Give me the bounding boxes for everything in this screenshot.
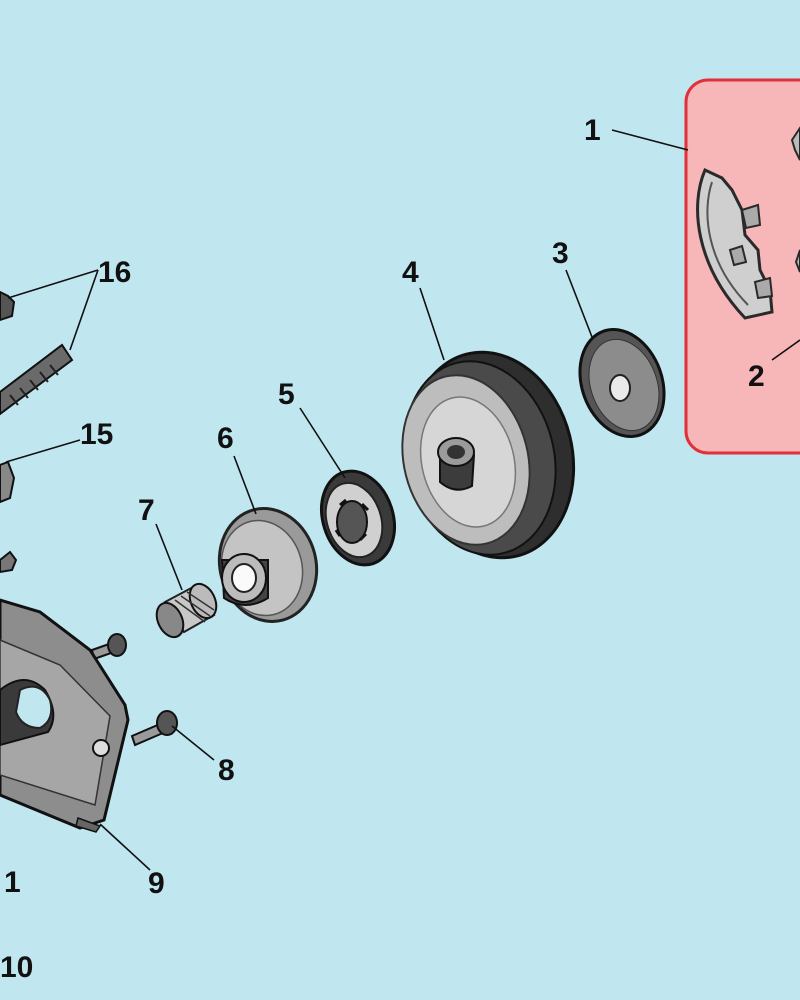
leader-lines <box>5 129 800 871</box>
part-5-rim-sprocket[interactable] <box>310 462 406 575</box>
callout-10: 10 <box>0 951 33 984</box>
callout-6: 6 <box>217 422 234 455</box>
part-4-clutch-drum[interactable] <box>384 335 594 576</box>
callout-1-left: 1 <box>4 866 21 899</box>
callout-4: 4 <box>402 256 419 289</box>
part-8-screw-upper[interactable] <box>90 633 127 661</box>
callout-3: 3 <box>552 237 569 270</box>
part-16-stud-upper[interactable] <box>0 290 16 322</box>
part-7-needle-bearing[interactable] <box>152 580 222 642</box>
part-1-clutch-shoe[interactable] <box>696 126 800 320</box>
callout-7: 7 <box>138 494 155 527</box>
part-3-washer[interactable] <box>566 318 679 449</box>
part-6-sprocket-hub[interactable] <box>207 498 329 633</box>
part-16-stud-lower[interactable] <box>0 343 74 416</box>
callout-labels: 1 2 3 4 5 6 7 8 9 15 16 1 10 <box>0 114 765 984</box>
part-9-housing-cover[interactable] <box>0 598 130 833</box>
callout-8: 8 <box>218 754 235 787</box>
callout-16: 16 <box>98 256 131 289</box>
callout-15: 15 <box>80 418 113 451</box>
callout-1: 1 <box>584 114 601 147</box>
part-15-nut[interactable] <box>0 460 16 504</box>
part-small-screw-left[interactable] <box>0 550 18 574</box>
callout-5: 5 <box>278 378 295 411</box>
part-8-screw-lower[interactable] <box>130 710 178 747</box>
callout-2: 2 <box>748 360 765 393</box>
callout-9: 9 <box>148 867 165 900</box>
